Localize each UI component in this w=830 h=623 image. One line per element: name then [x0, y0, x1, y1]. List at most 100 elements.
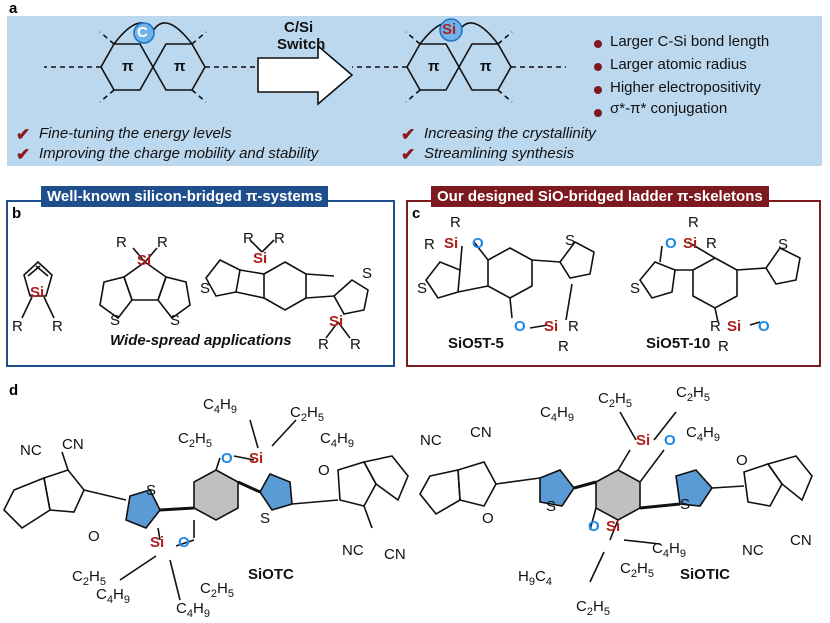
sio5t5-o2: O [514, 318, 526, 335]
siotic-thiophene-left [539, 469, 575, 507]
sio5t10-o2: O [758, 318, 770, 335]
check-icon: ✔ [16, 145, 31, 164]
siotc-indanone-right-benzo [362, 455, 409, 502]
sio5t10-thiophene-right [765, 246, 801, 285]
siotic-c2h5-bottom: C2H5 [576, 598, 610, 618]
siotc-cn-1: CN [62, 436, 84, 453]
siotic-si1: Si [636, 432, 651, 449]
ladder-si2: Si [329, 313, 344, 330]
pi-label-2: π [174, 58, 186, 75]
sio5t10-s2: S [778, 236, 789, 253]
sio5t5-thiophene-right [559, 240, 595, 279]
ladder-thiophene-right [332, 279, 369, 315]
siotc-o-right: O [318, 462, 330, 479]
siotc-indanone-left-benzo [3, 476, 51, 530]
atom-label-c: C [137, 24, 148, 41]
siotc-o-left: O [88, 528, 100, 545]
dts-r1: R [116, 234, 127, 251]
panel-b-title: Well-known silicon-bridged π-systems [41, 186, 329, 207]
sio5t10-si1: Si [683, 235, 698, 252]
siotic-si2: Si [606, 518, 621, 535]
silole-ring [23, 260, 53, 297]
dts-r2: R [157, 234, 168, 251]
pi-label-3: π [428, 58, 440, 75]
siotc-nc-2: NC [342, 542, 364, 559]
silicon-atom-marker [439, 18, 463, 42]
ladder-si1: Si [253, 250, 268, 267]
sio5t5-r-top: R [450, 214, 461, 231]
check-icon: ✔ [401, 125, 416, 144]
siotic-c2h5-top-right: C2H5 [676, 384, 710, 404]
siotic-cn-2: CN [790, 532, 812, 549]
siotc-c2h5-bottom: C2H5 [72, 568, 106, 588]
compound-siotc: SiOTC [248, 566, 294, 583]
pi-label-4: π [480, 58, 492, 75]
sio5t5-s2: S [565, 232, 576, 249]
sio5t5-si2: Si [544, 318, 559, 335]
siotic-c4h9-top-right: C4H9 [686, 424, 720, 444]
sio5t5-si1: Si [444, 235, 459, 252]
siotc-s-right: S [260, 510, 271, 527]
siotc-c4h9-bottom: C4H9 [96, 586, 130, 606]
siotc-si2: Si [150, 534, 165, 551]
sio5t5-r-bottom: R [558, 338, 569, 355]
benefit-left-1: Fine-tuning the energy levels [39, 125, 232, 142]
siotic-o2: O [588, 518, 600, 535]
siotic-c2h5-top: C2H5 [598, 390, 632, 410]
siotic-s-left: S [546, 498, 557, 515]
property-1: Larger C-Si bond length [610, 33, 770, 50]
property-bullet-1 [594, 40, 602, 48]
siotic-o-right: O [736, 452, 748, 469]
siotic-o-left: O [482, 510, 494, 527]
dts-s2: S [170, 312, 181, 329]
property-bullet-3 [594, 86, 602, 94]
sio5t10-r-top: R [688, 214, 699, 231]
siotic-h9c4-bottom: H9C4 [518, 568, 552, 588]
dts-thiophene-right [157, 276, 191, 320]
compound-sio5t10: SiO5T-10 [646, 335, 711, 352]
siotic-indanone-right-benzo [766, 455, 813, 502]
siotic-nc-1: NC [420, 432, 442, 449]
siotic-o1: O [664, 432, 676, 449]
sio5t10-s1: S [630, 280, 641, 297]
sio5t5-o1: O [472, 235, 484, 252]
sio5t5-r-left: R [424, 236, 435, 253]
siotc-indanone-right [337, 461, 377, 507]
compound-siotic: SiOTIC [680, 566, 731, 583]
siotic-s-right: S [680, 496, 691, 513]
silole-r1: R [12, 318, 23, 335]
siotc-thiophene-right [259, 472, 293, 511]
property-3: Higher electropositivity [610, 79, 761, 96]
siotc-c4h9-top-right: C4H9 [320, 430, 354, 450]
ladder-r2: R [274, 230, 285, 247]
atom-label-si: Si [442, 21, 457, 38]
ladder-r1: R [243, 230, 254, 247]
siotc-o2: O [178, 534, 190, 551]
benefit-left-2: Improving the charge mobility and stabil… [39, 145, 319, 162]
siotc-thiophene-left [125, 489, 161, 529]
ladder-r3: R [318, 336, 329, 353]
property-bullet-4 [594, 109, 602, 117]
property-4: σ*-π* conjugation [610, 100, 728, 117]
dts-si: Si [137, 252, 152, 269]
panel-b-caption: Wide-spread applications [110, 332, 292, 349]
siotc-si1: Si [249, 450, 264, 467]
dts-s1: S [110, 312, 121, 329]
sio5t10-thiophene-left [639, 261, 676, 299]
benefit-right-2: Streamlining synthesis [424, 145, 575, 162]
siotic-c4h9-top: C4H9 [540, 404, 574, 424]
siotc-nc-1: NC [20, 442, 42, 459]
carbon-atom-marker [133, 22, 155, 44]
siotic-thiophene-right [675, 469, 714, 507]
siotc-c2h5-top-right: C2H5 [290, 404, 324, 424]
dts-thiophene-left [99, 276, 133, 320]
check-icon: ✔ [401, 145, 416, 164]
siotic-nc-2: NC [742, 542, 764, 559]
siotc-c2h5-bottom-right: C2H5 [200, 580, 234, 600]
siotc-cn-2: CN [384, 546, 406, 563]
silole-r2: R [52, 318, 63, 335]
